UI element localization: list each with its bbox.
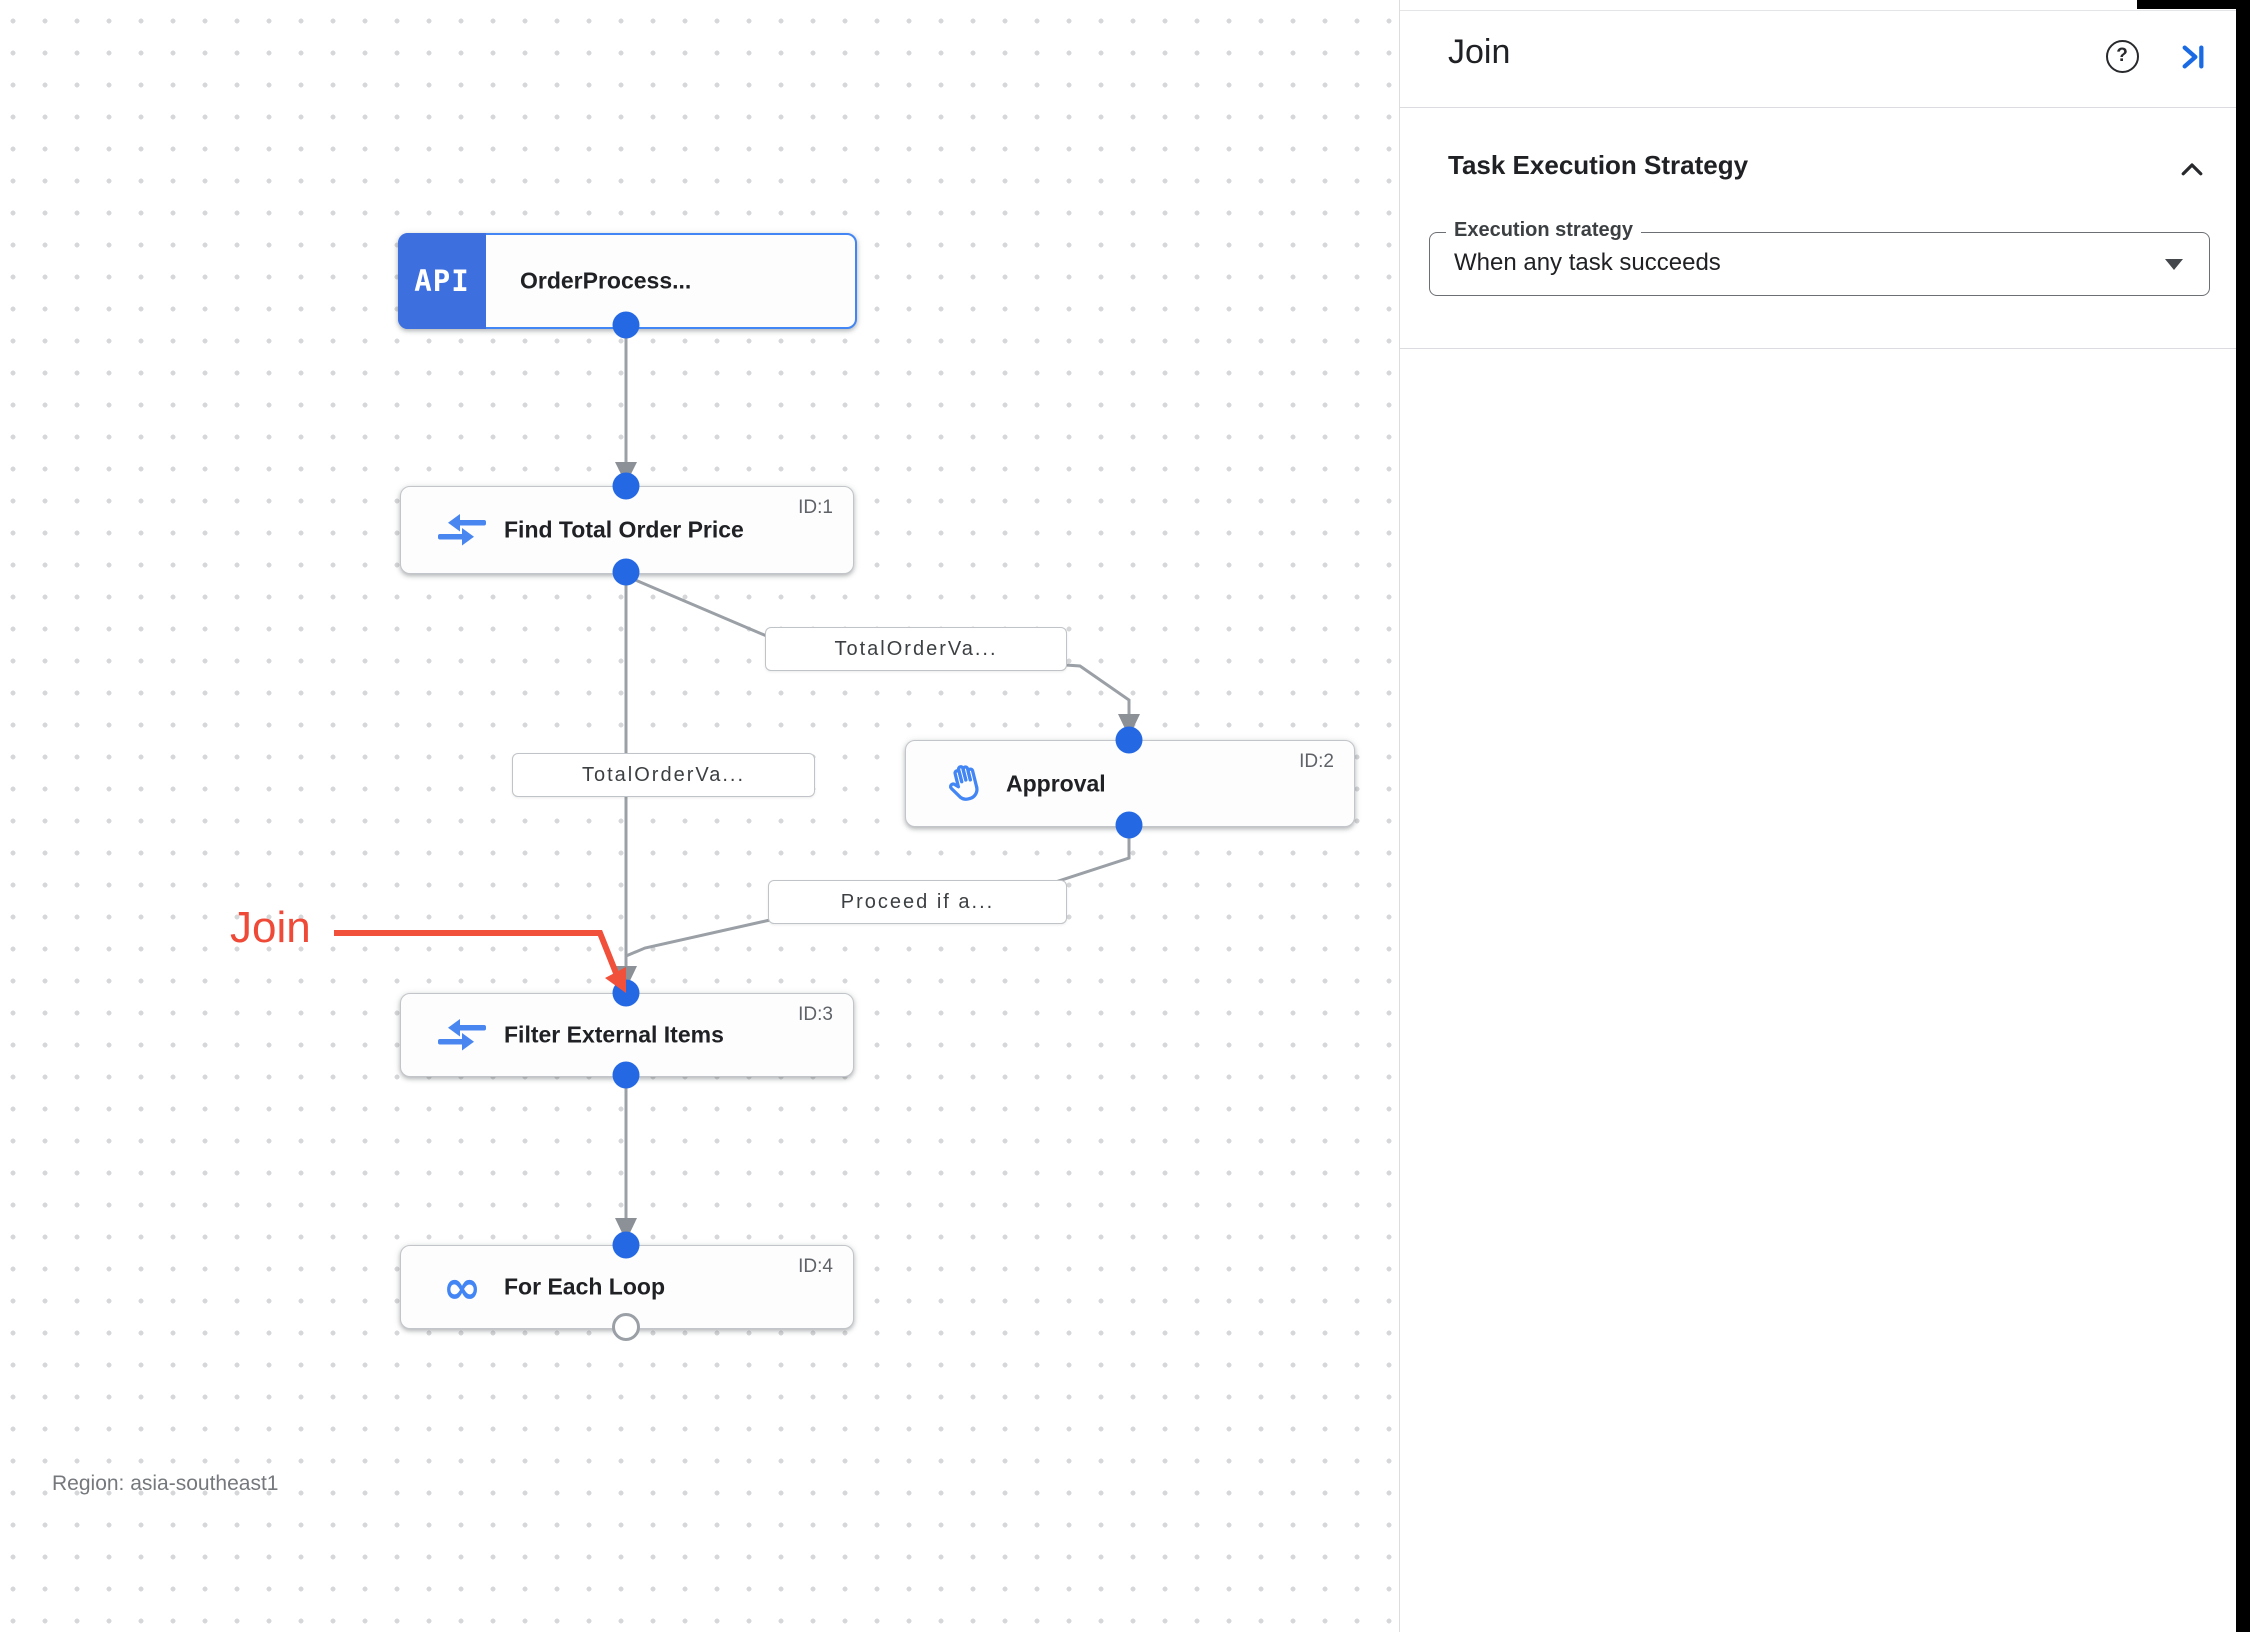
right-black-bar [2236,0,2250,1632]
workflow-canvas[interactable]: API OrderProcess... ID:1 Find Total Orde… [0,0,1399,1632]
node-id-badge: ID:3 [798,1004,833,1025]
node-filter-external-items[interactable]: ID:3 Filter External Items [400,993,854,1077]
node-label: OrderProcess... [520,267,692,294]
execution-strategy-select[interactable]: Execution strategy When any task succeed… [1429,219,2210,296]
approval-hand-icon [940,762,994,806]
arrowhead [1118,714,1140,737]
node-approval[interactable]: ID:2 Approval [905,740,1355,827]
node-id-badge: ID:2 [1299,751,1334,772]
join-annotation-arrow [334,930,626,993]
execution-strategy-label: Execution strategy [1446,219,1641,242]
config-panel-join: Join ? Task Execution Strategy Execution… [1399,0,2237,1632]
header-divider [1400,107,2237,108]
panel-title: Join [1448,33,1511,71]
collapse-section-button[interactable] [2174,152,2210,188]
node-id-badge: ID:4 [798,1256,833,1277]
help-icon: ? [2105,39,2139,73]
dropdown-caret-icon [2165,259,2183,270]
data-mapping-icon [435,508,489,552]
execution-strategy-value: When any task succeeds [1454,249,1721,276]
arrowhead [615,966,637,989]
node-find-total-order-price[interactable]: ID:1 Find Total Order Price [400,486,854,574]
data-mapping-icon [435,1013,489,1057]
arrowhead [615,462,637,484]
api-trigger-badge: API [398,233,486,329]
node-label: Approval [1006,770,1106,796]
collapse-panel-button[interactable] [2176,39,2212,75]
section-divider [1400,348,2237,349]
panel-top-border [1400,10,2237,11]
node-label: Find Total Order Price [504,516,744,543]
edge-label-proceed-if[interactable]: Proceed if a... [768,880,1067,924]
join-annotation-text: Join [230,903,311,952]
chevron-up-icon [2181,163,2203,176]
loop-infinity-icon: ∞ [442,1260,482,1314]
collapse-right-icon [2182,45,2204,69]
section-title: Task Execution Strategy [1448,150,1749,180]
arrowhead [615,1218,637,1241]
node-label: Filter External Items [504,1021,724,1048]
node-trigger-orderprocess[interactable]: API OrderProcess... [398,233,857,329]
help-button[interactable]: ? [2104,38,2140,74]
node-id-badge: ID:1 [798,497,833,518]
top-black-bar [2137,0,2250,9]
node-label: For Each Loop [504,1273,665,1300]
edge-label-totalorderva-left[interactable]: TotalOrderVa... [512,753,815,797]
edge-label-totalorderva-right[interactable]: TotalOrderVa... [765,627,1067,671]
region-label: Region: asia-southeast1 [52,1472,279,1495]
node-for-each-loop[interactable]: ID:4 ∞ For Each Loop [400,1245,854,1329]
